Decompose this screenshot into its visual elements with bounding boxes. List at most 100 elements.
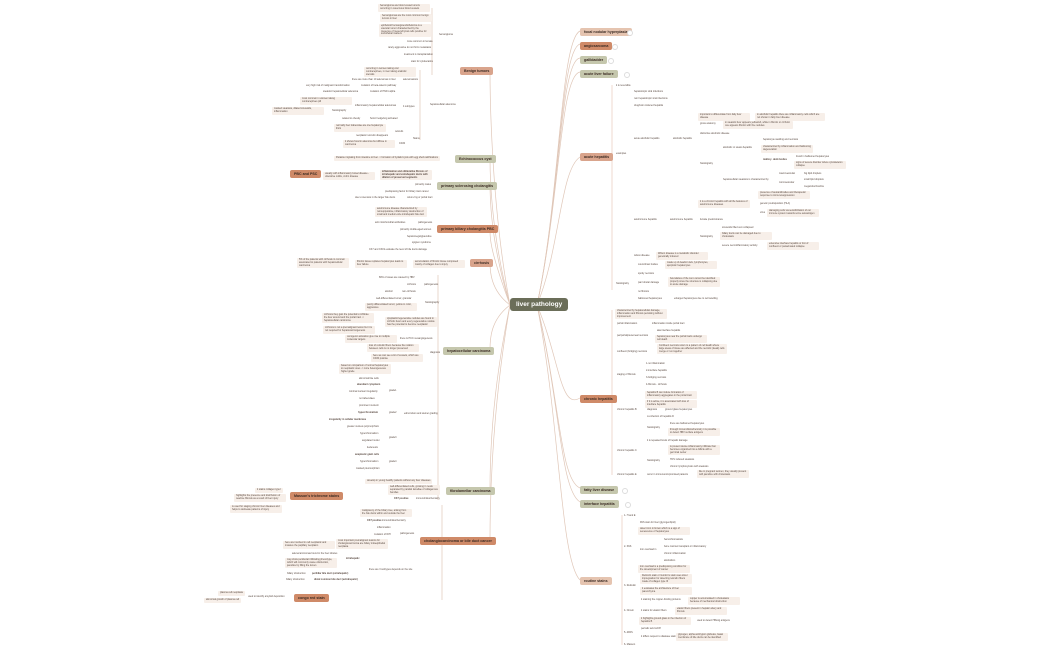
leaf: grade4 [389,460,397,463]
leaf: presence of autoantibodies and therapeut… [758,191,810,199]
leaf: aka interface hepatitis [657,329,681,332]
leaf: is present dense inflammatory infiltrate… [668,445,720,456]
node-pbc-and-psc[interactable]: PBC and PSC [290,170,322,179]
leaf: alcoholic or steato hepatitis [723,146,752,149]
collapse-toggle-icon[interactable] [624,72,630,78]
node-primary-sclerosing-cholangitis[interactable]: primary sclerosing cholangitis [437,182,498,191]
leaf: usually with inflammatory bowel disease … [323,172,375,180]
leaf: 1-no inflammation [646,362,666,365]
leaf: angulated nuclei [362,439,380,442]
leaf: hemangiomas are the most common benign t… [380,14,432,22]
leaf: it is a chronic hepatitis with all the f… [698,200,750,208]
leaf: marked steatosis, dilated sinusoids, inf… [272,107,324,115]
leaf: hemangioma [439,33,453,36]
leaf: wilson disease [634,254,650,257]
node-echinococcus-cyst[interactable]: Echinococcus cyst [455,155,496,164]
leaf: normally liver trabeculae are one hepato… [334,124,386,132]
node-massons-trichrome[interactable]: Masson's trichrome stains [290,492,344,501]
node-congo-red-stain[interactable]: congo red stain [294,594,329,603]
leaf: hemochromatosis [664,538,683,541]
leaf: no trabeculaes [359,397,375,400]
node-primary-biliary-cholangitis[interactable]: primary biliary cholangitis PBC [437,225,499,234]
leaf: 5- dPAS [624,631,633,634]
leaf: inflammation inside portal tract [652,322,685,325]
node-fibrolamellar-carcinoma[interactable]: fibrolamellar carcinoma [446,487,495,496]
leaf: alcohol [385,290,393,293]
leaf: immunohistochemistry [382,519,406,522]
leaf: periodic acid schiff [641,627,661,630]
leaf: used to detect HBsAg antigens [697,619,730,622]
node-benign-tumors[interactable]: Benign tumors [460,67,494,76]
leaf: grade2 [389,411,397,414]
node-acute-liver-failure[interactable]: acute liver failure [580,70,618,79]
collapse-toggle-icon[interactable] [627,30,633,36]
leaf: CK7 positive [367,519,382,522]
node-fatty-liver-disease[interactable]: fatty liver disease [580,486,619,495]
leaf: in steatotic liver appears yellowish, wh… [723,121,793,129]
leaf: portal inflammation [617,322,638,325]
collapse-toggle-icon[interactable] [622,488,628,494]
leaf: inflammation and obliterative fibrosis o… [380,170,432,181]
leaf: no fibrosis [638,290,649,293]
leaf: autoimmune disease characterized by nons… [375,207,427,218]
leaf: virus [760,211,766,214]
leaf: hepatocellular steatosis is characterize… [723,178,769,181]
leaf: 4 subtypes [403,105,415,108]
leaf: 80% of cases are caused by HBV [379,276,415,279]
leaf: perihilar bile duct (extrahepatic) [312,572,349,575]
leaf: pathogenesis [400,532,415,535]
leaf: biliary obstruction [286,578,305,581]
leaf: characterized by hepatocellular damage, … [615,309,667,320]
leaf: alcoholic hepatitis [673,137,692,140]
leaf: glycogen, alpha antitrypsin globules, ba… [676,633,728,641]
node-hepatocellular-carcinoma[interactable]: hepatocellular carcinoma [443,347,495,356]
leaf: staging of fibrosis [617,373,636,376]
leaf: distal common bile duct (extrahepatic) [314,578,358,581]
leaf: iron overload in [640,548,657,551]
leaf: copper is accumulated in cholestasis bec… [688,597,740,605]
leaf: diagnosis [647,408,658,411]
leaf: steatotic hepatocellular adenoma [323,90,359,93]
leaf: most important premalignant lesions for … [336,539,388,550]
leaf: non hepatotropic viral infections [634,97,668,100]
leaf: minimal nuclear irregularity [349,390,378,393]
leaf: chronic hepatitis B [617,408,637,411]
leaf: drug/toxin induced hepatitis [634,104,664,107]
leaf: there are ballooned hepatocytes [670,422,705,425]
node-cirrhosis[interactable]: cirrhosis [470,259,494,268]
leaf: iron overload is a predisposing conditio… [638,565,690,573]
leaf: CD34 [399,142,406,145]
leaf: found in ballooned hepatocytes [796,155,830,158]
leaf: histolography [332,109,347,112]
leaf: ballooned hepatocytes [638,297,662,300]
leaf: co-infection of hepatitis D [647,415,674,418]
leaf: 1- H and E [624,514,636,517]
collapse-toggle-icon[interactable] [608,58,614,64]
node-cholangiocarcinoma[interactable]: cholangiocarcinoma or bile duct cancer [420,537,496,546]
leaf: autoimmune hepatitis [634,218,657,221]
leaf: biliary obstruction [287,572,306,575]
node-routine-stains[interactable]: routine stains [580,577,612,586]
node-interface-hepatitis[interactable]: interface hepatitis [580,500,619,509]
node-acute-hepatitis[interactable]: acute hepatitis [580,153,614,162]
leaf: important to differentiate from fatty li… [698,113,750,121]
leaf: bone marrow transplant or inflammatory [664,545,707,548]
leaf: detect iron in brown which is a sign of … [638,527,690,535]
leaf: it shows focal in adenoma but diffuse in… [343,140,395,148]
root-node[interactable]: liver pathology [510,298,569,312]
leaf: adenocarcinomas found in the liver lobul… [292,552,338,555]
node-chronic-hepatitis[interactable]: chronic hepatitis [580,395,617,404]
leaf: anti mitochondrial antibodies [375,221,406,224]
leaf: grade3 [389,436,397,439]
node-angiosarcoma[interactable]: angiosarcoma [580,42,613,51]
collapse-toggle-icon[interactable] [625,502,631,508]
leaf: examples [616,152,627,155]
node-focal-nodular-hyperplasia[interactable]: focal nodular hyperplasia [580,28,632,37]
leaf: through immunohistochemistry it is possi… [668,428,720,436]
leaf: primarily males [415,183,432,186]
leaf: there is HCC neoangiogenesis [400,337,433,340]
collapse-toggle-icon[interactable] [612,44,618,50]
node-gallbladder[interactable]: gallbladder [580,56,608,65]
leaf: Confluent necrosis refers to a pattern o… [657,344,727,355]
